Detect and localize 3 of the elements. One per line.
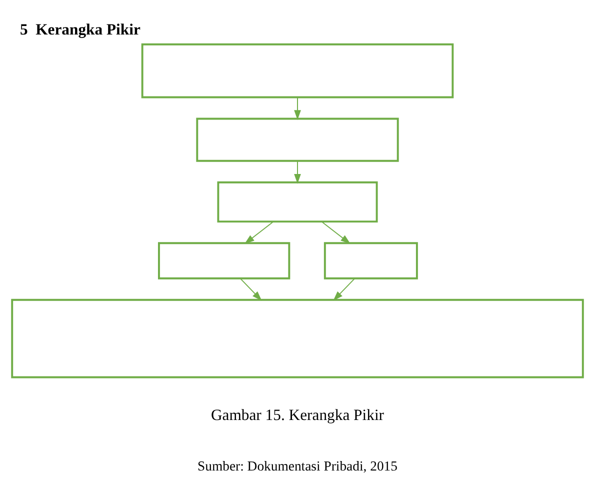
label: Sumber: Dokumentasi Pribadi, 2015 bbox=[198, 458, 398, 474]
diagram-title: 5 Kerangka Pikir bbox=[20, 21, 140, 38]
caption: Gambar 15. Kerangka Pikir bbox=[210, 407, 384, 424]
